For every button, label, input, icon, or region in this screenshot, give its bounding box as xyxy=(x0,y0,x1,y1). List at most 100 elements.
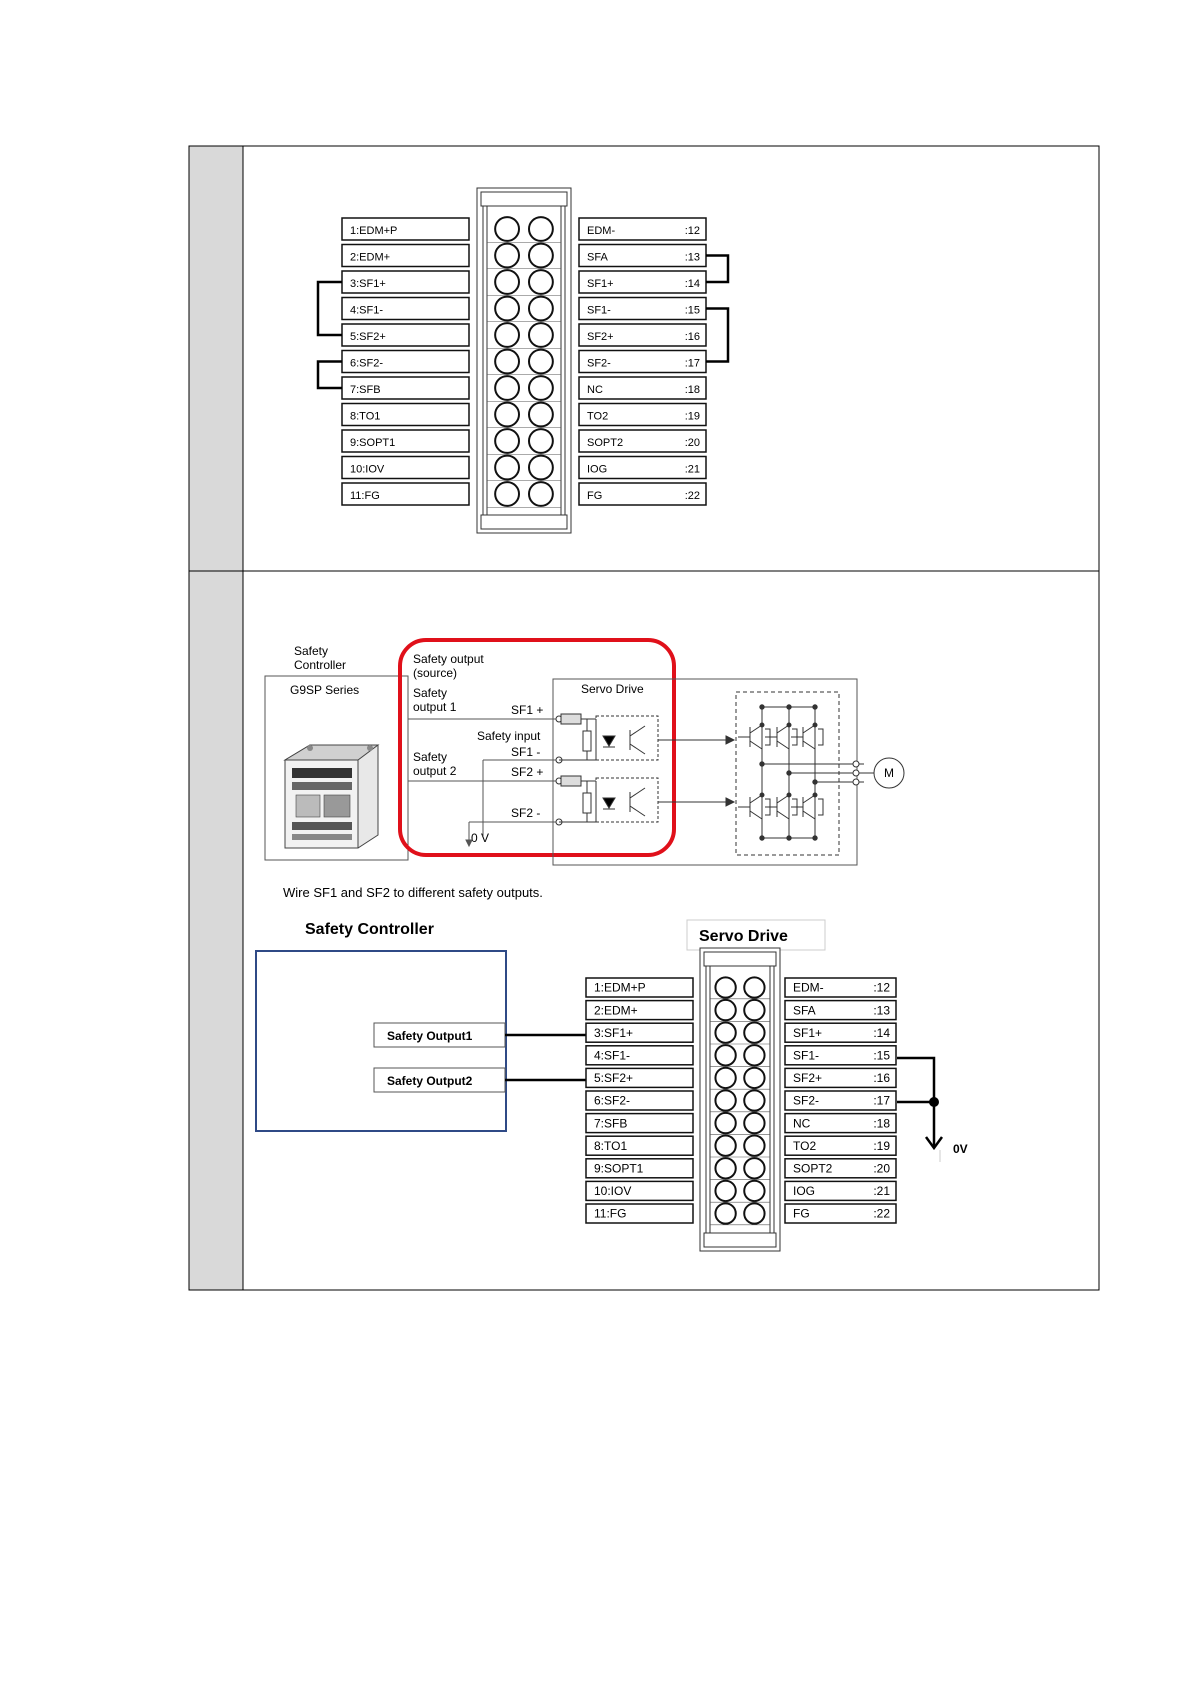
terminal-right-label: SFA xyxy=(793,1003,816,1017)
terminal-left-label: 7:SFB xyxy=(350,384,381,396)
safety-output2-box xyxy=(373,1067,506,1093)
terminal-right-label: SF2+ xyxy=(587,331,614,343)
screw-hole xyxy=(743,1044,766,1067)
terminal-right-box xyxy=(578,455,707,480)
motor-label: M xyxy=(884,766,894,780)
terminal-right-label: SF2+ xyxy=(793,1071,822,1085)
terminal-left-label: 6:SF2- xyxy=(594,1094,630,1108)
jumper-wire xyxy=(316,280,342,337)
screw-hole xyxy=(714,1157,737,1180)
terminal-right-box xyxy=(784,1090,897,1111)
motor-circle xyxy=(873,757,905,789)
screw-hole xyxy=(494,295,521,322)
terminal-right-box xyxy=(578,429,707,453)
terminal-left-label: 7:SFB xyxy=(594,1116,627,1130)
screw-hole xyxy=(743,976,766,999)
terminal-left-box xyxy=(585,999,694,1021)
terminal-right-label: FG xyxy=(793,1207,810,1221)
terminal-right-label: SF2- xyxy=(793,1094,819,1108)
terminal-left-box xyxy=(341,482,470,506)
screw-hole xyxy=(494,481,521,507)
terminal-left-box xyxy=(585,1203,694,1224)
plug-top-cap xyxy=(703,951,777,967)
terminal-left-box xyxy=(341,429,470,453)
screw-hole xyxy=(714,1021,737,1044)
zero-v-wiring-label: 0V xyxy=(953,1142,968,1156)
terminal-right-pin: :20 xyxy=(685,437,700,449)
phase-node xyxy=(812,779,818,785)
screw-hole xyxy=(714,1066,737,1090)
screw-hole xyxy=(743,1089,766,1112)
safety-output1-label-2: output 1 xyxy=(413,700,457,714)
terminal-left-label: 8:TO1 xyxy=(350,410,380,422)
terminal-left-box xyxy=(341,243,470,268)
terminal-right-pin: :16 xyxy=(685,331,700,343)
terminal-right-box xyxy=(578,376,707,400)
terminal-right-pin: :17 xyxy=(873,1094,890,1108)
table-border xyxy=(188,145,1100,1291)
terminal-right-pin: :18 xyxy=(873,1116,890,1130)
terminal-left-label: 2:EDM+ xyxy=(594,1003,638,1017)
terminal-left-box xyxy=(341,296,470,321)
plug-top-cap xyxy=(480,191,568,207)
terminal-left-box xyxy=(585,1112,694,1134)
safety-controller-label-1: Safety xyxy=(294,644,328,658)
terminal-right-label: NC xyxy=(587,384,603,396)
plug-body xyxy=(476,187,572,534)
terminal-left-label: 9:SOPT1 xyxy=(350,437,395,449)
terminal-right-label: SF1+ xyxy=(793,1026,822,1040)
plug-body xyxy=(699,947,781,1252)
safety-output2-label-1: Safety xyxy=(413,750,447,764)
terminal-left-box xyxy=(585,1067,694,1089)
screw-hole xyxy=(494,348,521,375)
screw-hole xyxy=(527,401,554,428)
sf2-minus-label: SF2 - xyxy=(511,806,540,820)
safety-output2-label-2: output 2 xyxy=(413,764,457,778)
terminal-right-pin: :14 xyxy=(873,1026,890,1040)
sf1-minus-label: SF1 - xyxy=(511,745,540,759)
screw-hole xyxy=(494,242,521,269)
screw-hole xyxy=(714,1179,737,1203)
terminal-right-box xyxy=(784,977,897,998)
terminal-right-pin: :12 xyxy=(685,225,700,237)
screw-hole xyxy=(527,481,554,507)
terminal-right-pin: :17 xyxy=(685,357,700,369)
safety-input-label: Safety input xyxy=(477,729,541,743)
jumper-wire xyxy=(706,307,730,363)
servo-drive-title: Servo Drive xyxy=(699,928,788,945)
terminal-left-label: 1:EDM+P xyxy=(594,981,646,995)
sf1-plus-label: SF1 + xyxy=(511,703,543,717)
wiring-caption: Wire SF1 and SF2 to different safety out… xyxy=(283,885,543,900)
screw-hole xyxy=(527,216,554,242)
safety-controller-box xyxy=(264,675,409,861)
screw-hole xyxy=(527,242,554,269)
screw-hole xyxy=(527,348,554,375)
motor: M xyxy=(826,757,905,789)
terminal-left-label: 11:FG xyxy=(594,1207,626,1221)
screw-hole xyxy=(527,428,554,454)
screw-hole xyxy=(494,322,521,348)
terminal-left-box xyxy=(341,402,470,427)
terminal-right-label: SF1- xyxy=(793,1048,819,1062)
screw-hole xyxy=(743,1066,766,1090)
screw-hole xyxy=(714,1044,737,1067)
terminal-right-pin: :21 xyxy=(685,463,700,475)
terminal-left-box xyxy=(585,1180,694,1202)
terminal-right-box xyxy=(578,217,707,241)
terminal-left-label: 8:TO1 xyxy=(594,1139,627,1153)
terminal-left-box xyxy=(585,1135,694,1156)
terminal-right-box xyxy=(578,482,707,506)
terminal-right-label: FG xyxy=(587,490,602,502)
sf2-plus-label: SF2 + xyxy=(511,765,543,779)
safety-controller-label-2: Controller xyxy=(294,658,346,672)
plug-bottom-cap xyxy=(703,1232,777,1248)
screw-hole xyxy=(743,1134,766,1157)
screw-hole xyxy=(494,216,521,242)
terminal-right-label: IOG xyxy=(793,1184,815,1198)
screw-hole xyxy=(527,454,554,481)
terminal-right-box xyxy=(784,999,897,1021)
terminal-left-label: 1:EDM+P xyxy=(350,225,397,237)
terminal-right-box xyxy=(784,1158,897,1179)
terminal-right-box xyxy=(784,1067,897,1089)
